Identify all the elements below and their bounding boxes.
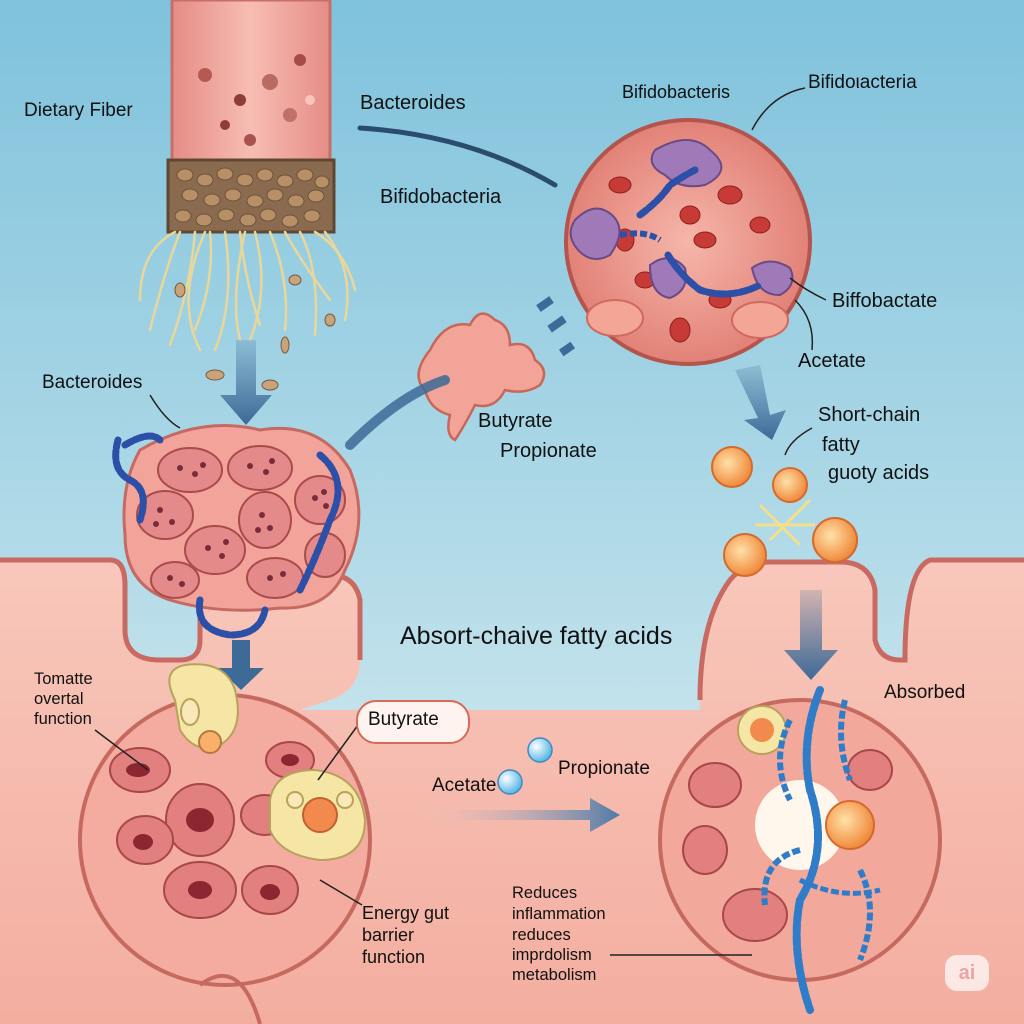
bacteroides-cluster <box>112 424 361 639</box>
arrow-down-absorbed <box>784 590 838 680</box>
butyrate-propionate-molecule <box>417 312 546 442</box>
label-bacteroides-top: Bacteroides <box>360 92 466 114</box>
label-butyrate-center: Butyrate <box>478 410 553 432</box>
dashed-connector <box>536 296 576 357</box>
label-reduces-5: metabolism <box>512 966 597 984</box>
arrow-right <box>415 798 620 832</box>
label-absorbed: Absorbed <box>884 682 966 703</box>
label-scfa-1: Short-chain <box>818 404 921 426</box>
label-butyrate-bubble: Butyrate <box>368 709 439 730</box>
absorbing-cell-right <box>658 686 942 1014</box>
fiber-strands <box>138 230 357 352</box>
label-scfa-2: fatty <box>822 434 860 456</box>
bacteroides-connector <box>357 125 558 188</box>
epithelium-edge-right <box>697 557 1024 701</box>
label-bacteroides-left: Bacteroides <box>42 372 143 393</box>
label-energy-1: Energy gut <box>362 903 450 923</box>
label-tomatte-1: Tomatte <box>34 670 93 688</box>
leader-tomatte <box>94 729 149 771</box>
label-reduces-3: reduces <box>512 926 571 944</box>
label-scfa-3: guoty acids <box>828 462 930 484</box>
label-reduces-1: Reduces <box>512 884 578 902</box>
label-tomatte-2: overtal <box>34 690 84 708</box>
arrow-down-right <box>735 365 786 440</box>
label-propionate-bottom: Propionate <box>558 758 650 779</box>
propionate-bubble <box>527 737 553 763</box>
label-acetate-top: Acetate <box>798 350 866 372</box>
leader-energy <box>319 879 363 906</box>
label-reduces-2: inflammation <box>512 905 606 923</box>
leader-bacteroides-left <box>149 394 181 429</box>
label-energy-3: function <box>362 947 426 967</box>
label-biffobactate: Biffobactate <box>832 290 938 312</box>
heading-absort-chaive: Absort-chaive fatty acids <box>400 622 673 650</box>
leader-biffobactate <box>789 277 827 301</box>
butyrate-callout <box>356 700 470 744</box>
label-bifidobacteria-mid: Bifidobacteria <box>380 186 502 208</box>
label-reduces-4: imprdolism <box>512 946 592 964</box>
label-acetate-bottom: Acetate <box>432 775 497 796</box>
leader-butyrate <box>317 724 359 781</box>
leader-bifidolacteria <box>751 87 806 131</box>
label-dietary-fiber: Dietary Fiber <box>24 100 133 121</box>
leader-acetate <box>794 299 814 351</box>
arrow-curve-center <box>345 375 450 450</box>
scfa-particles <box>711 446 858 577</box>
dietary-fiber-tube <box>166 0 336 234</box>
label-propionate-center: Propionate <box>500 440 597 462</box>
label-energy-2: barrier <box>362 925 415 945</box>
label-bifidolacteria: Bifidoιacteria <box>808 72 917 93</box>
ai-watermark: ai <box>945 955 989 991</box>
label-tomatte-3: function <box>34 710 92 728</box>
acetate-bubble <box>497 769 523 795</box>
arrow-down-fiber <box>220 340 272 425</box>
leader-scfa <box>784 427 813 456</box>
bifidobacteria-cell-top <box>564 118 812 366</box>
label-bifidobacteris: Bifidobacteris <box>622 82 731 102</box>
epithelial-cell-left <box>78 663 372 1024</box>
